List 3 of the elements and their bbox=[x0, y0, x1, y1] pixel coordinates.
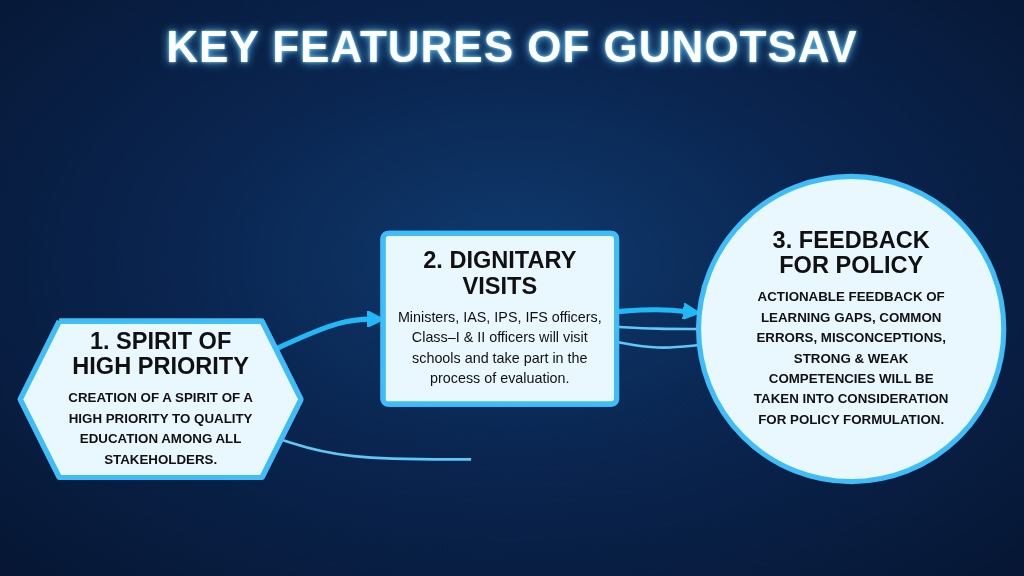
title: KEY FEATURES OF GUNOTSAV bbox=[166, 22, 858, 72]
connector bbox=[281, 438, 472, 461]
node-circle: 3. FEEDBACK FOR POLICY ACTIONABLE FEEDBACK OF LEARNING GAPS, COMMON ERRORS, MISCONCEPTIONS, STRONG & WEAK COMPETENCIES WILL BE TAKEN INTO CONSIDERATION FOR POLICY FORMULATION. bbox=[695, 173, 1007, 485]
